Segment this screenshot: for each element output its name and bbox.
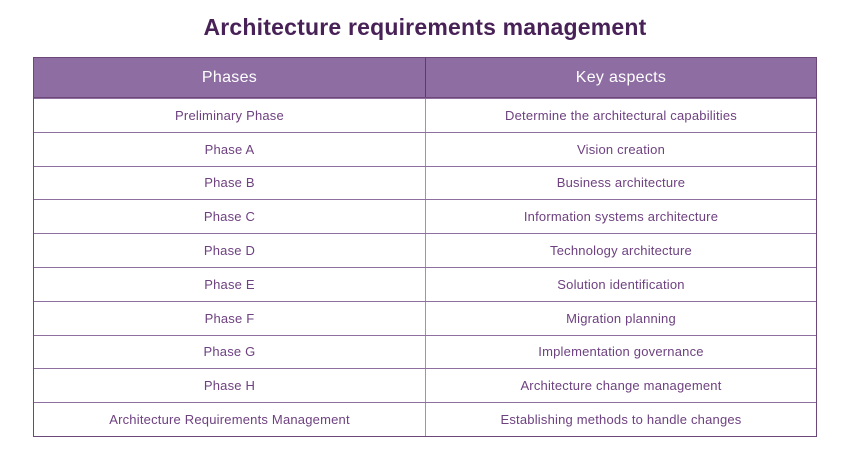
table-row: Phase A Vision creation: [34, 131, 816, 166]
phase-cell: Phase F: [204, 310, 255, 326]
table-row: Phase C Information systems architecture: [34, 199, 816, 234]
aspect-cell: Vision creation: [425, 132, 816, 166]
table-row: Architecture Requirements Management Est…: [34, 402, 816, 436]
table-row: Phase G Implementation governance: [34, 334, 816, 369]
phase-cell: Phase G: [203, 344, 256, 360]
table-row: Phase F Migration planning: [34, 300, 816, 335]
phase-cell: Phase D: [203, 243, 256, 259]
aspect-cell: Business architecture: [425, 166, 816, 200]
page-title: Architecture requirements management: [203, 14, 647, 40]
column-header-key-aspects: Key aspects: [425, 58, 816, 97]
phase-cell: Phase H: [203, 378, 256, 394]
aspect-cell: Technology architecture: [425, 234, 816, 267]
aspect-cell: Architecture change management: [425, 369, 816, 403]
phases-table: Phases Key aspects Preliminary Phase Det…: [33, 57, 817, 437]
phase-cell: Phase B: [204, 175, 255, 191]
aspect-cell: Migration planning: [425, 301, 816, 335]
phase-cell: Preliminary Phase: [175, 107, 284, 123]
phase-cell: Phase E: [204, 276, 255, 292]
aspect-cell: Information systems architecture: [425, 200, 816, 234]
aspect-cell: Implementation governance: [425, 335, 816, 369]
phase-cell: Phase C: [203, 209, 256, 225]
table-header-row: Phases Key aspects: [34, 58, 816, 98]
table-row: Phase D Technology architecture: [34, 233, 816, 267]
aspect-cell: Establishing methods to handle changes: [425, 403, 816, 436]
column-header-phases: Phases: [201, 68, 258, 86]
table-row: Phase E Solution identification: [34, 266, 816, 301]
table-row: Phase B Business architecture: [34, 165, 816, 200]
aspect-cell: Determine the architectural capabilities: [425, 99, 816, 132]
table-row: Preliminary Phase Determine the architec…: [34, 98, 816, 132]
phase-cell: Phase A: [204, 141, 255, 157]
phase-cell: Architecture Requirements Management: [109, 412, 350, 428]
aspect-cell: Solution identification: [425, 267, 816, 301]
table-row: Phase H Architecture change management: [34, 368, 816, 403]
